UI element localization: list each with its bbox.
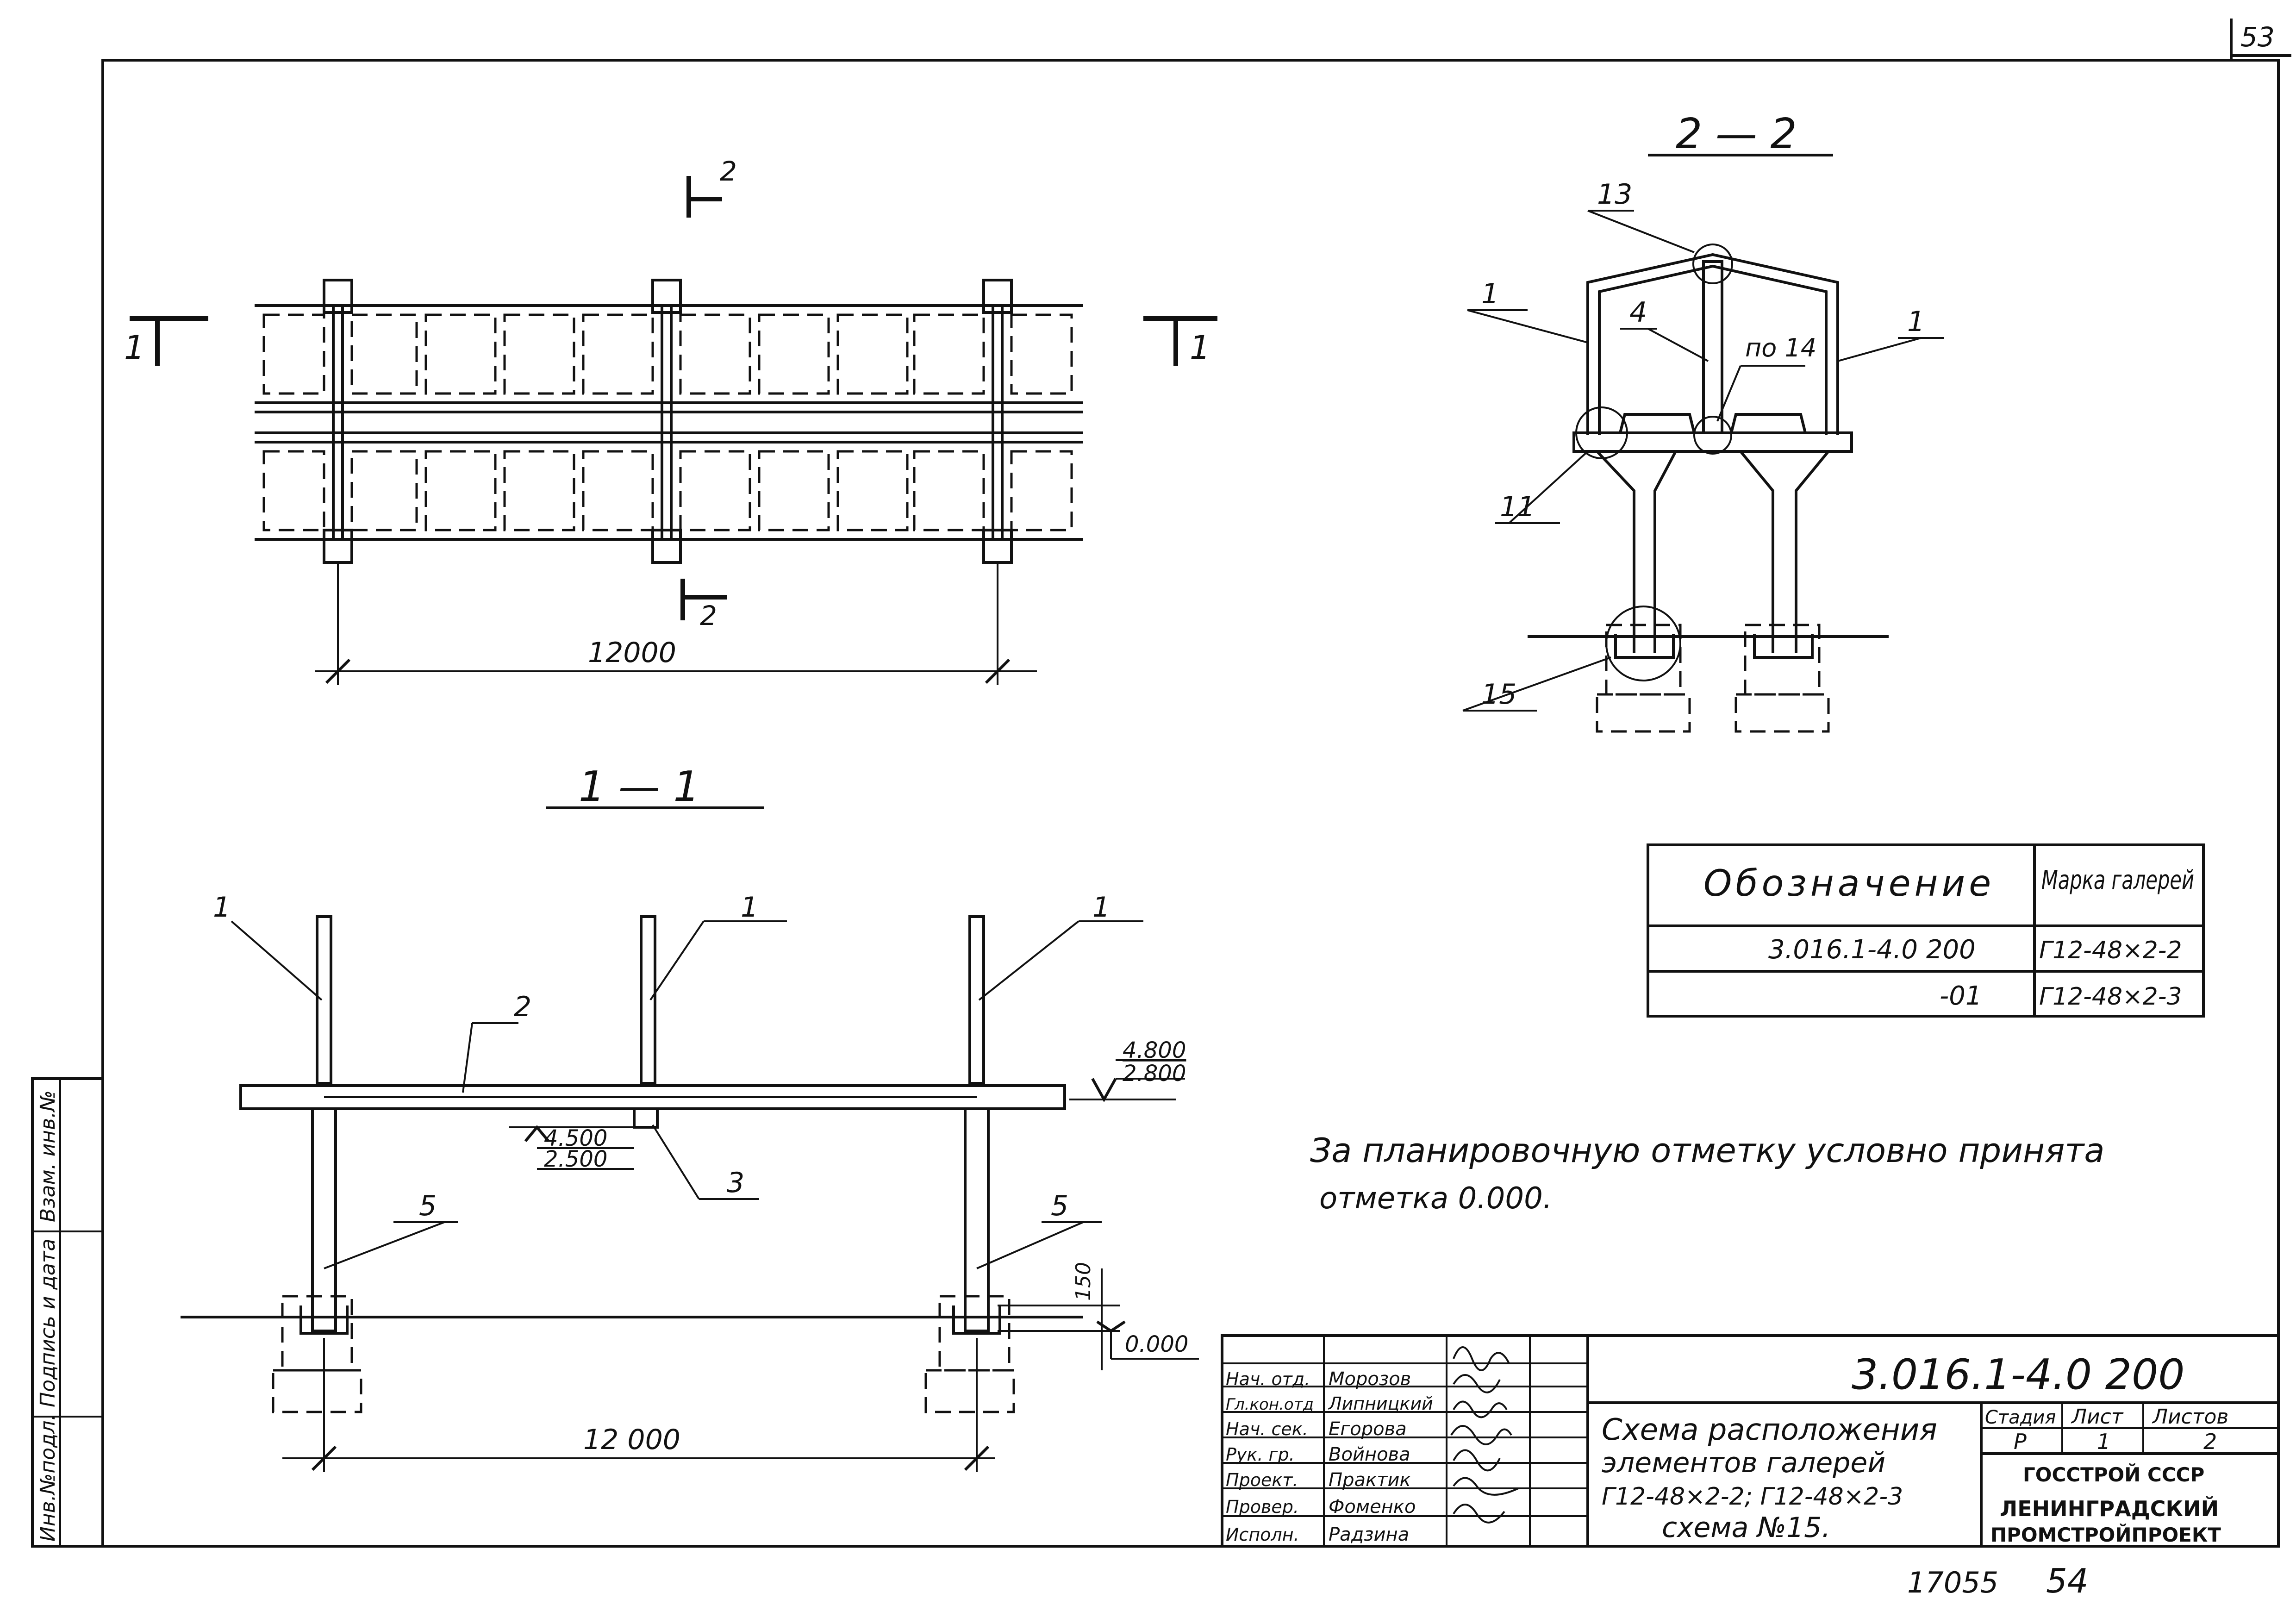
tb-role-4: Рук. гр. [1226, 1444, 1295, 1465]
section-2-2-callout-1a: 1 [1481, 278, 1499, 310]
spec-table: Обозначение Марка галерей 3.016.1-4.0 20… [1647, 843, 2205, 1018]
tb-role-6: Провер. [1226, 1497, 1299, 1517]
section-2-2-callout-4: 4 [1629, 296, 1647, 329]
spec-header-mark: Марка галерей [2041, 865, 2194, 895]
section-1-1-callout-1a: 1 [213, 891, 231, 924]
tb-role-5: Проект. [1226, 1470, 1298, 1490]
section-2-2-callout-1b: 1 [1907, 306, 1925, 338]
tb-stage-value: Р [2014, 1429, 2027, 1454]
section-1-1: 1 — 1 1 1 1 [181, 762, 1199, 1472]
side-stamp-replaced-inv: Взам. инв.№ [36, 1090, 60, 1222]
level-mark-zero: 150 0.000 [998, 1262, 1199, 1370]
tb-sheets-value: 2 [2203, 1429, 2217, 1454]
section-1-1-title: 1 — 1 [579, 762, 700, 811]
spec-row-1-designation: 3.016.1-4.0 200 [1768, 935, 1976, 965]
side-stamp: Взам. инв.№ Подпись и дата Инв.№подл. [31, 1077, 104, 1548]
plan-cut-label-top: 2 [720, 156, 737, 187]
tb-role-7: Исполн. [1226, 1524, 1299, 1545]
plan-panels-upper [262, 313, 1073, 395]
plan-dimension: 12000 [588, 637, 676, 669]
tb-role-1: Нач. отд. [1226, 1369, 1310, 1389]
tb-org-line-2: ЛЕНИНГРАДСКИЙ [2000, 1496, 2219, 1521]
tb-title-line-4: схема №15. [1662, 1512, 1830, 1544]
tb-title-line-1: Схема расположения [1602, 1413, 1937, 1447]
section-2-2: 2 — 2 13 [1462, 110, 1944, 733]
note-line-2: отметка 0.000. [1319, 1181, 1552, 1216]
tb-role-3: Нач. сек. [1226, 1419, 1308, 1439]
section-1-1-callout-1c: 1 [1092, 891, 1110, 924]
section-2-2-callout-13: 13 [1597, 178, 1632, 211]
side-stamp-original-inv: Инв.№подл. [36, 1414, 60, 1542]
plan-cut-label-left: 1 [124, 329, 145, 367]
archive-number: 17055 [1907, 1566, 1998, 1599]
dim-150: 150 [1072, 1262, 1095, 1301]
tb-sheet-header: Лист [2071, 1405, 2124, 1429]
plan-cut-label-right: 1 [1190, 329, 1210, 367]
section-1-1-callout-1b: 1 [741, 891, 758, 924]
section-2-2-callout-15: 15 [1481, 678, 1516, 711]
level-zero-value: 0.000 [1125, 1331, 1188, 1357]
section-1-1-dimension: 12 000 [583, 1424, 680, 1456]
page-number-bottom: 54 [2046, 1562, 2089, 1600]
side-stamp-signature-date: Подпись и дата [36, 1239, 60, 1407]
tb-title-line-3: Г12-48×2-2; Г12-48×2-3 [1602, 1483, 1903, 1511]
plan-view: 1 1 2 2 [124, 156, 1217, 685]
section-2-2-title: 2 — 2 [1676, 110, 1797, 158]
section-1-1-callout-5b: 5 [1051, 1190, 1068, 1222]
level-mid-value: 4.500 [544, 1125, 607, 1151]
level-mark-mid: 4.500 2.500 [509, 1125, 634, 1172]
tb-signatures [1450, 1346, 1519, 1524]
tb-title-line-2: элементов галерей [1602, 1447, 1885, 1479]
tb-org-line-1: ГОССТРОЙ СССР [2023, 1463, 2204, 1486]
tb-name-4: Войнова [1329, 1444, 1410, 1465]
spec-row-1-mark: Г12-48×2-2 [2039, 937, 2182, 964]
section-1-1-callout-2: 2 [514, 991, 531, 1023]
tb-role-2: Гл.кон.отд [1226, 1395, 1314, 1414]
section-2-2-callout-14: по 14 [1745, 333, 1816, 362]
plan-cut-label-bottom: 2 [700, 600, 717, 631]
title-block: Нач. отд. Морозов Гл.кон.отд Липницкий Н… [1221, 1334, 2280, 1548]
level-top-value: 4.800 [1123, 1037, 1186, 1063]
level-top-sub: 2.800 [1123, 1061, 1186, 1087]
level-mid-sub: 2.500 [544, 1146, 607, 1172]
tb-name-2: Липницкий [1328, 1393, 1433, 1414]
tb-stage-header: Стадия [1985, 1407, 2056, 1428]
tb-name-7: Радзина [1329, 1524, 1409, 1545]
tb-sheets-header: Листов [2152, 1405, 2228, 1429]
tb-name-6: Фоменко [1329, 1496, 1416, 1518]
spec-row-2-designation: -01 [1940, 981, 1982, 1011]
page-number: 53 [2240, 21, 2275, 53]
plan-panels-lower [262, 450, 1073, 531]
section-1-1-callout-3: 3 [727, 1167, 744, 1199]
tb-org-line-3: ПРОМСТРОЙПРОЕКТ [1990, 1523, 2221, 1546]
section-2-2-callout-11: 11 [1500, 491, 1535, 523]
spec-row-2-mark: Г12-48×2-3 [2039, 983, 2182, 1011]
tb-doc-code: 3.016.1-4.0 200 [1852, 1350, 2185, 1399]
tb-name-3: Егорова [1329, 1418, 1407, 1440]
spec-header-designation: Обозначение [1703, 863, 1995, 905]
section-1-1-callout-5a: 5 [419, 1190, 437, 1222]
sheet-frame: 53 [101, 19, 2291, 1548]
section-1-1-foundations [272, 1295, 1015, 1413]
level-mark-top: 4.800 2.800 [1069, 1037, 1186, 1103]
tb-name-1: Морозов [1329, 1368, 1411, 1390]
tb-sheet-value: 1 [2097, 1429, 2110, 1454]
note-line-1: За планировочную отметку условно принята [1310, 1131, 2104, 1170]
tb-name-5: Практик [1329, 1469, 1411, 1491]
note: За планировочную отметку условно принята… [1310, 1131, 2104, 1216]
